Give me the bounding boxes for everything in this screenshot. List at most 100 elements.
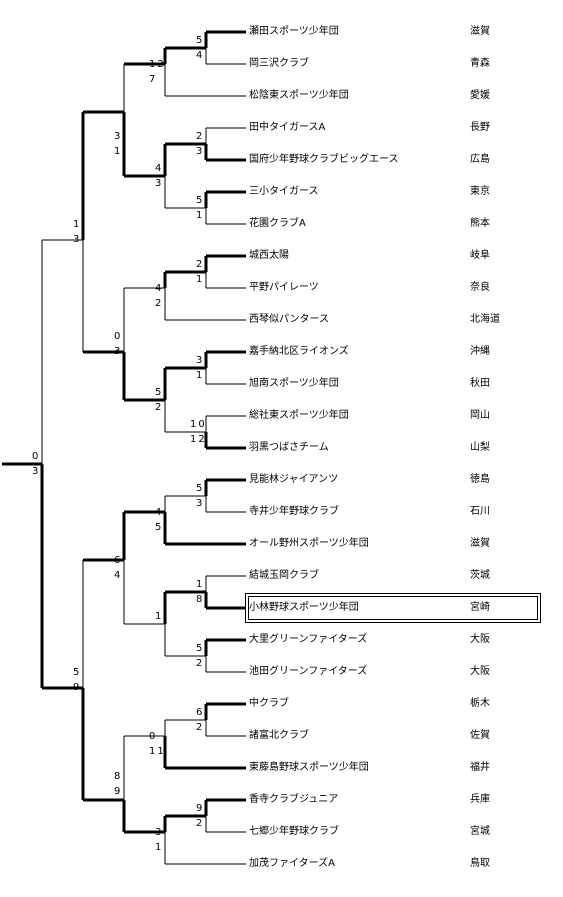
team-name: 羽黒つばさチーム bbox=[249, 442, 329, 453]
team-name: 平野パイレーツ bbox=[249, 282, 319, 293]
team-name: オール野州スポーツ少年団 bbox=[249, 538, 369, 549]
match-score: 5 bbox=[196, 483, 205, 494]
team-prefecture: 石川 bbox=[470, 506, 490, 517]
team-name: 寺井少年野球クラブ bbox=[249, 506, 339, 517]
team-name: 加茂ファイターズA bbox=[249, 858, 335, 869]
team-prefecture: 北海道 bbox=[470, 314, 500, 325]
match-score: 3 bbox=[155, 827, 164, 838]
team-name: 池田グリーンファイターズ bbox=[249, 666, 368, 677]
match-score: 9 bbox=[114, 786, 123, 797]
highlight-team-box bbox=[245, 593, 541, 623]
match-score: 3 bbox=[196, 146, 205, 157]
team-name: 田中タイガースA bbox=[249, 122, 326, 133]
team-prefecture: 青森 bbox=[470, 58, 490, 69]
team-prefecture: 福井 bbox=[470, 762, 490, 773]
team-prefecture: 岡山 bbox=[470, 410, 490, 421]
team-name: 瀬田スポーツ少年団 bbox=[249, 26, 339, 37]
team-prefecture: 鳥取 bbox=[470, 858, 490, 869]
team-prefecture: 滋賀 bbox=[470, 26, 490, 37]
match-score: 1 bbox=[155, 611, 164, 622]
match-score: 1 bbox=[73, 219, 82, 230]
match-score: 12 bbox=[190, 434, 207, 445]
team-prefecture: 栃木 bbox=[470, 698, 490, 709]
team-name: 国府少年野球クラブビッグエース bbox=[249, 154, 399, 165]
team-prefecture: 奈良 bbox=[470, 282, 490, 293]
team-name: 総社東スポーツ少年団 bbox=[249, 410, 349, 421]
team-prefecture: 宮崎 bbox=[470, 602, 490, 613]
match-score: 5 bbox=[196, 195, 205, 206]
match-score: 1 bbox=[196, 274, 205, 285]
match-score: 6 bbox=[114, 555, 123, 566]
team-name: 三小タイガース bbox=[249, 186, 319, 197]
match-score: 4 bbox=[196, 50, 205, 61]
team-name: 結城玉岡クラブ bbox=[249, 570, 319, 581]
team-prefecture: 徳島 bbox=[470, 474, 490, 485]
match-score: 1 bbox=[155, 842, 164, 853]
match-score: 6 bbox=[196, 707, 205, 718]
team-prefecture: 兵庫 bbox=[470, 794, 490, 805]
team-prefecture: 岐阜 bbox=[470, 250, 490, 261]
match-score: 2 bbox=[196, 131, 205, 142]
match-score: 3 bbox=[32, 466, 41, 477]
team-prefecture: 佐賀 bbox=[470, 730, 490, 741]
match-score: 5 bbox=[73, 667, 82, 678]
match-score: 3 bbox=[114, 131, 123, 142]
team-name: 岡三沢クラブ bbox=[249, 58, 309, 69]
match-score: 1 bbox=[196, 370, 205, 381]
team-name: 東藤島野球スポーツ少年団 bbox=[249, 762, 369, 773]
match-score: 7 bbox=[149, 74, 158, 85]
match-score: 9 bbox=[73, 682, 82, 693]
team-prefecture: 滋賀 bbox=[470, 538, 490, 549]
team-prefecture: 愛媛 bbox=[470, 90, 490, 101]
bracket-thin-lines bbox=[41, 48, 246, 865]
team-prefecture: 熊本 bbox=[470, 218, 490, 229]
team-prefecture: 秋田 bbox=[470, 378, 490, 389]
team-prefecture: 大阪 bbox=[470, 666, 490, 677]
match-score: 2 bbox=[155, 298, 164, 309]
team-name: 西琴似パンタース bbox=[249, 314, 329, 325]
match-score: 3 bbox=[155, 178, 164, 189]
team-name: 松陰東スポーツ少年団 bbox=[249, 90, 349, 101]
match-score: 2 bbox=[196, 658, 205, 669]
match-score: 4 bbox=[155, 507, 164, 518]
team-prefecture: 沖縄 bbox=[470, 346, 490, 357]
match-score: 5 bbox=[155, 387, 164, 398]
match-score: 8 bbox=[114, 771, 123, 782]
team-prefecture: 長野 bbox=[470, 122, 490, 133]
team-prefecture: 宮城 bbox=[470, 826, 490, 837]
team-name: 嘉手納北区ライオンズ bbox=[249, 346, 349, 357]
team-prefecture: 広島 bbox=[470, 154, 490, 165]
match-score: 0 bbox=[32, 451, 41, 462]
team-name: 諸富北クラブ bbox=[249, 730, 309, 741]
match-score: 5 bbox=[196, 643, 205, 654]
match-score: 0 bbox=[149, 731, 158, 742]
match-score: 2 bbox=[196, 259, 205, 270]
team-prefecture: 東京 bbox=[470, 186, 490, 197]
match-score: 2 bbox=[155, 402, 164, 413]
match-score: 2 bbox=[196, 722, 205, 733]
team-name: 城西太陽 bbox=[249, 250, 289, 261]
match-score: 5 bbox=[196, 35, 205, 46]
match-score: 3 bbox=[73, 234, 82, 245]
match-score: 3 bbox=[196, 498, 205, 509]
team-name: 小林野球スポーツ少年団 bbox=[249, 602, 359, 613]
match-score: 2 bbox=[196, 818, 205, 829]
team-name: 中クラブ bbox=[249, 698, 289, 709]
match-score: 4 bbox=[114, 570, 123, 581]
team-prefecture: 山梨 bbox=[470, 442, 490, 453]
match-score: 1 bbox=[196, 579, 205, 590]
match-score: 1 bbox=[196, 210, 205, 221]
match-score: 12 bbox=[149, 59, 166, 70]
team-name: 旭南スポーツ少年団 bbox=[249, 378, 339, 389]
match-score: 8 bbox=[196, 594, 205, 605]
team-name: 花園クラブA bbox=[249, 218, 306, 229]
match-score: 11 bbox=[149, 746, 166, 757]
team-name: 香寺クラブジュニア bbox=[249, 794, 339, 805]
match-score: 0 bbox=[114, 331, 123, 342]
match-score: 1 bbox=[114, 146, 123, 157]
match-score: 10 bbox=[190, 419, 207, 430]
match-score: 9 bbox=[196, 803, 205, 814]
bracket-winner-lines bbox=[2, 30, 246, 834]
match-score: 3 bbox=[114, 346, 123, 357]
